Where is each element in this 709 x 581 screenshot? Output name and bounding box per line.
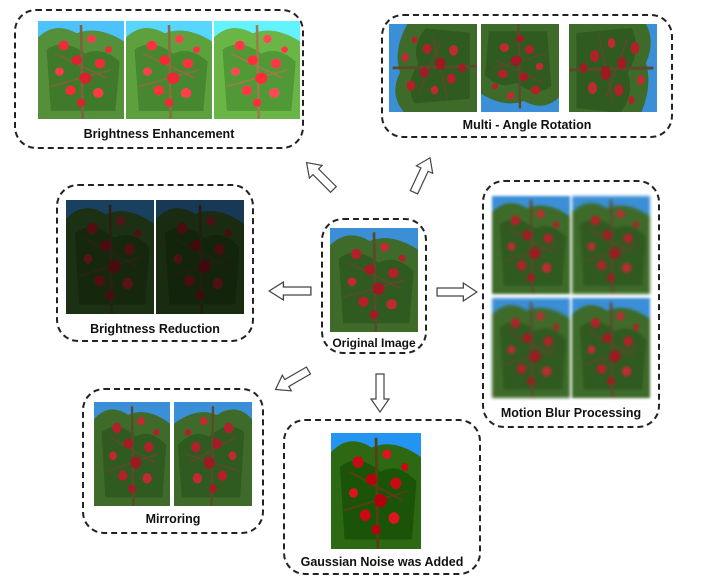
noise-photo [331,433,421,549]
mirror-photo-1 [94,402,170,506]
arrow-to-brightness-reduction [268,281,312,301]
dark-photo-2 [156,200,244,314]
bright-photo-3 [214,21,300,119]
brightness-enhancement-panel: Brightness Enhancement [14,9,304,149]
gaussian-noise-panel: Gaussian Noise was Added [283,419,481,575]
mirroring-label: Mirroring [145,512,201,526]
mirroring-panel: Mirroring [82,388,264,534]
blur-photo-4 [572,298,650,398]
bright-photo-2 [126,21,212,119]
arrow-to-mirroring [270,361,315,398]
multi-angle-rotation-panel: Multi - Angle Rotation [381,14,673,138]
multi-angle-rotation-label: Multi - Angle Rotation [462,118,592,132]
rotate-photo-3 [563,24,663,112]
brightness-reduction-label: Brightness Reduction [90,322,220,336]
dark-photo-1 [66,200,154,314]
mirror-photo-2 [174,402,252,506]
blur-photo-2 [572,196,650,294]
motion-blur-label: Motion Blur Processing [500,406,642,420]
arrow-to-multi-angle-rotation [404,153,439,198]
arrow-to-motion-blur [436,282,478,302]
original-image-panel: Original Image [321,218,427,354]
blur-photo-3 [492,298,570,398]
arrow-to-brightness-enhancement [299,155,341,197]
motion-blur-panel: Motion Blur Processing [482,180,660,428]
arrow-to-gaussian-noise [370,373,390,413]
original-photo [330,228,418,332]
gaussian-noise-label: Gaussian Noise was Added [300,555,464,569]
bright-photo-1 [38,21,124,119]
original-image-label: Original Image [332,336,416,350]
rotate-photo-2 [481,24,559,112]
brightness-reduction-panel: Brightness Reduction [56,184,254,342]
rotate-photo-1 [389,24,477,112]
brightness-enhancement-label: Brightness Enhancement [83,127,235,141]
blur-photo-1 [492,196,570,294]
